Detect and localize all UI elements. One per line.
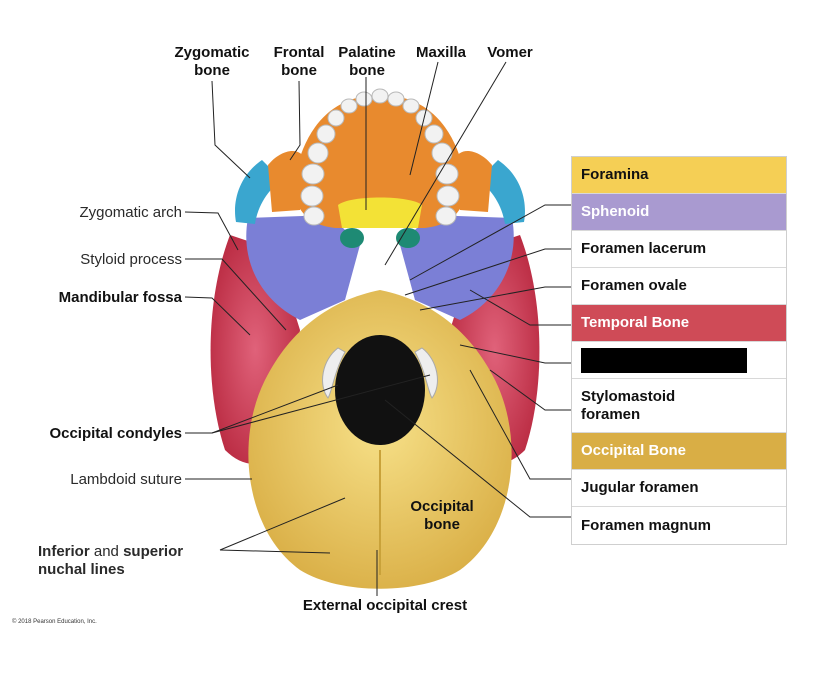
label-mandibular-fossa: Mandibular fossa — [58, 289, 182, 306]
label-palatine-bone: Palatine bone — [338, 44, 396, 79]
maxilla-bone — [294, 95, 466, 228]
choana-left — [340, 228, 364, 248]
legend-row: Stylomastoid foramen — [572, 379, 786, 433]
legend-label: Foramen magnum — [581, 516, 712, 534]
label-external-occipital-crest: External occipital crest — [302, 597, 468, 614]
frontal-bone-right — [455, 150, 492, 212]
legend-label: Temporal Bone — [581, 314, 690, 331]
label-vomer: Vomer — [487, 44, 533, 61]
label-zygomatic-arch: Zygomatic arch — [79, 204, 182, 221]
legend-label: Foramen lacerum — [581, 240, 707, 257]
legend-row: Sphenoid — [572, 194, 786, 231]
label-occipital-bone: Occipital bone — [410, 498, 474, 533]
frontal-bone-left — [268, 150, 305, 212]
copyright-text: © 2018 Pearson Education, Inc. — [12, 619, 97, 625]
label-maxilla: Maxilla — [415, 44, 467, 61]
label-nuchal-lines: Inferior and superior nuchal lines — [38, 543, 184, 578]
foramen-magnum — [335, 335, 425, 445]
leader-lines — [184, 61, 571, 596]
legend-label: Foramina — [581, 166, 649, 183]
legend-row: Foramen ovale — [572, 268, 786, 305]
legend-label: Occipital Bone — [581, 442, 687, 459]
legend-row: Foramen lacerum — [572, 231, 786, 268]
label-frontal-bone: Frontal bone — [273, 44, 325, 79]
occipital-condyle-left — [322, 347, 346, 399]
label-occipital-condyles: Occipital condyles — [49, 425, 182, 442]
legend-row: Occipital Bone — [572, 433, 786, 470]
teeth — [300, 88, 460, 226]
legend-row: Foramina — [572, 157, 786, 194]
legend-label: Jugular foramen — [581, 479, 699, 496]
sphenoid-bone-right — [400, 215, 514, 320]
legend-row — [572, 342, 786, 379]
legend-label: Stylomastoid foramen — [581, 387, 676, 423]
redacted-box — [581, 347, 747, 373]
legend-row: Foramen magnum — [572, 507, 786, 544]
legend-label: Sphenoid — [581, 203, 650, 220]
label-styloid-process: Styloid process — [80, 251, 182, 268]
choana-right — [396, 228, 420, 248]
legend-row: Jugular foramen — [572, 470, 786, 507]
legend-row: Temporal Bone — [572, 305, 786, 342]
legend-label: Foramen ovale — [581, 277, 687, 294]
label-lambdoid-suture: Lambdoid suture — [70, 471, 182, 488]
sphenoid-bone-left — [246, 215, 360, 320]
label-zygomatic-bone: Zygomatic bone — [174, 44, 250, 79]
palatine-bone — [338, 197, 422, 228]
occipital-condyle-right — [414, 347, 438, 399]
